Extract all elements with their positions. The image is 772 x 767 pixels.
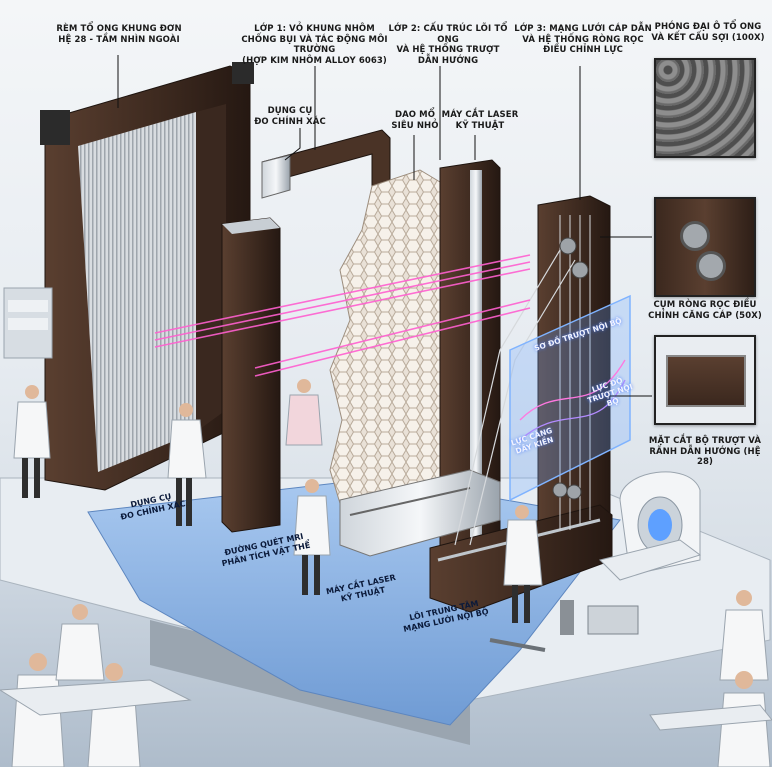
pulley-wheel-icon xyxy=(680,221,710,251)
zoom-honeycomb-inset xyxy=(654,58,756,158)
rail-section-inset xyxy=(654,335,756,425)
rail-profile-icon xyxy=(666,355,746,407)
pulley-inset xyxy=(654,197,756,297)
pulley-wheel-icon xyxy=(696,251,726,281)
